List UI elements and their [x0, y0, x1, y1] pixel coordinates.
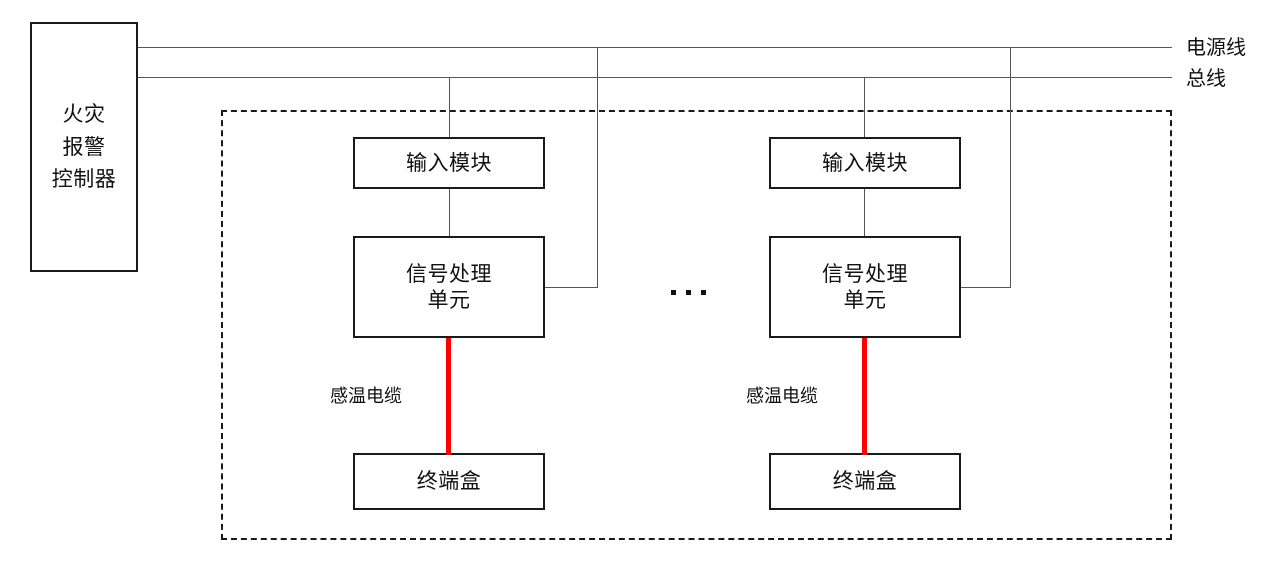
controller-label-line-3: 控制器	[51, 167, 117, 192]
group-1-signal-unit-label-line-2: 单元	[427, 288, 471, 312]
group-2-signal-unit-label-line-1: 信号处理	[822, 261, 908, 286]
bus-line-trunk	[137, 77, 1172, 78]
bus-line-label: 总线	[1186, 66, 1226, 90]
ellipsis-dot	[686, 290, 691, 295]
ellipsis-dot	[701, 290, 706, 295]
group-2-heat-sensing-cable	[862, 338, 867, 455]
group-1-signal-processing-unit-box[interactable]: 信号处理 单元	[353, 236, 545, 338]
power-line-label: 电源线	[1186, 35, 1246, 59]
power-line-trunk	[137, 47, 1172, 48]
group-1-module-to-unit-link	[449, 189, 450, 236]
group-2-module-to-unit-link	[864, 189, 865, 236]
group-1-signal-unit-label-line-1: 信号处理	[406, 261, 492, 286]
group-1-bus-drop	[449, 77, 450, 137]
fire-alarm-controller-box[interactable]: 火灾 报警 控制器	[30, 22, 138, 272]
controller-label-line-2: 报警	[62, 134, 106, 159]
group-2-power-drop	[1010, 47, 1011, 287]
group-2-input-module-label: 输入模块	[822, 150, 908, 175]
group-1-power-drop	[597, 47, 598, 287]
group-2-terminal-box[interactable]: 终端盒	[769, 453, 961, 510]
group-2-signal-processing-unit-box[interactable]: 信号处理 单元	[769, 236, 961, 338]
group-2-power-connector	[960, 287, 1011, 288]
group-2-terminal-box-label: 终端盒	[832, 469, 898, 494]
protected-zone-dashed-boundary	[221, 110, 1172, 540]
group-1-heat-sensing-cable-label: 感温电缆	[330, 386, 402, 407]
group-2-signal-unit-label-line-2: 单元	[843, 288, 887, 312]
continuation-ellipsis	[671, 290, 706, 295]
group-2-heat-sensing-cable-label: 感温电缆	[746, 386, 818, 407]
group-2-input-module-box[interactable]: 输入模块	[769, 137, 961, 189]
group-2-bus-drop	[864, 77, 865, 137]
group-1-terminal-box[interactable]: 终端盒	[353, 453, 545, 510]
group-1-power-connector	[545, 287, 598, 288]
group-1-heat-sensing-cable	[446, 338, 451, 455]
ellipsis-dot	[671, 290, 676, 295]
group-1-input-module-box[interactable]: 输入模块	[353, 137, 545, 189]
group-1-terminal-box-label: 终端盒	[416, 469, 482, 494]
controller-label-line-1: 火灾	[62, 102, 106, 127]
group-1-input-module-label: 输入模块	[406, 150, 492, 175]
